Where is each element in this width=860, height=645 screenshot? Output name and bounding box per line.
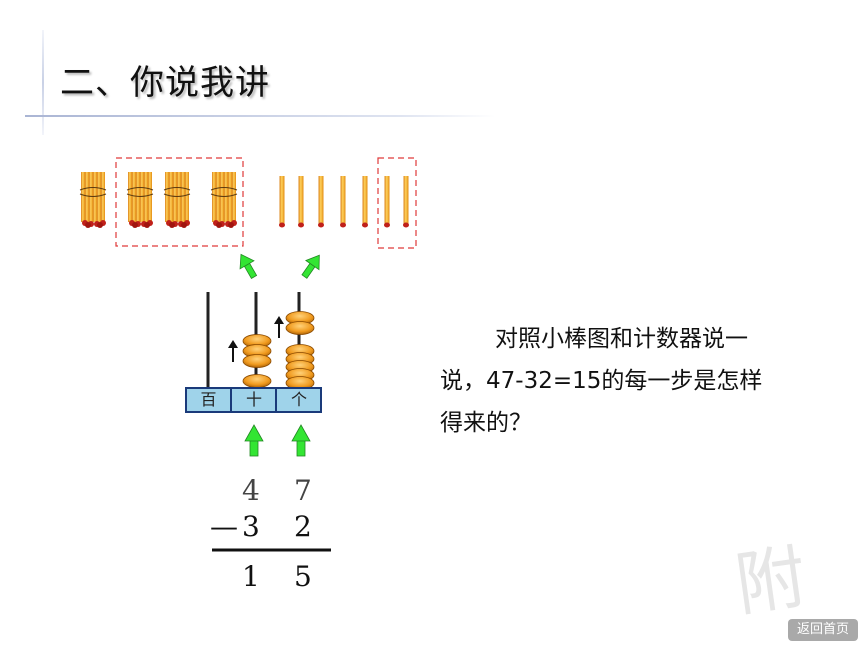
dashed-box-tens <box>115 157 244 247</box>
stick-1 <box>279 176 285 228</box>
calc-top-ones: 7 <box>294 474 312 507</box>
abacus-label-hundreds: 百 <box>200 390 217 409</box>
calc-top-tens: 4 <box>242 474 260 507</box>
arrow-up-right-icon-2 <box>301 254 320 279</box>
calc-result-tens: 1 <box>242 560 260 593</box>
slide-title: 二、你说我讲 <box>60 63 270 103</box>
arrow-up-right-icon-1 <box>239 253 258 279</box>
stick-6 <box>384 176 390 228</box>
bundle-4 <box>210 172 238 228</box>
calc-result-ones: 5 <box>294 560 312 593</box>
stick-7 <box>403 176 409 228</box>
abacus-base <box>185 387 322 413</box>
bead <box>242 354 272 368</box>
ones-beads <box>285 311 315 390</box>
single-sticks <box>279 176 409 228</box>
dashed-box-ones <box>377 157 417 249</box>
arrow-up-icon-ones <box>274 316 284 338</box>
bead <box>242 374 272 388</box>
calc-operator: — <box>210 510 238 543</box>
title-accent-vertical <box>42 30 44 135</box>
return-home-button[interactable]: 返回首页 <box>788 619 858 641</box>
bundle-3 <box>163 172 191 228</box>
stick-4 <box>340 176 346 228</box>
arrow-up-icon-green-2 <box>291 424 311 457</box>
title-underline <box>25 115 495 117</box>
calc-bottom-tens: 3 <box>242 510 260 543</box>
stick-3 <box>318 176 324 228</box>
stick-bundles <box>79 172 238 228</box>
arrow-up-icon-tens <box>228 340 238 362</box>
question-text: 对照小棒图和计数器说一说，47-32=15的每一步是怎样得来的？ <box>440 326 763 436</box>
tens-beads <box>242 334 272 388</box>
bundle-1 <box>79 172 107 228</box>
stick-5 <box>362 176 368 228</box>
arrow-up-icon-green-1 <box>244 424 264 457</box>
bead <box>285 321 315 335</box>
abacus-label-tens: 十 <box>245 390 262 409</box>
bundle-2 <box>126 172 154 228</box>
abacus-label-ones: 个 <box>290 390 307 409</box>
stick-2 <box>298 176 304 228</box>
calc-bottom-ones: 2 <box>294 510 312 543</box>
